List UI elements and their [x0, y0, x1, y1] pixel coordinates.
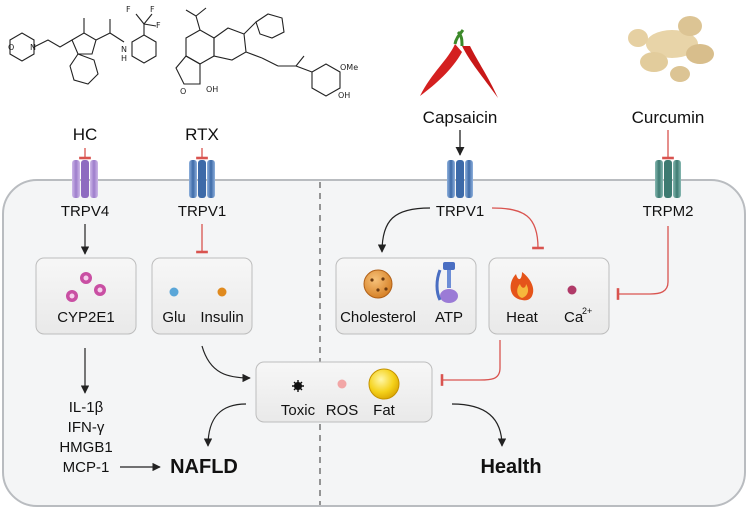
svg-text:F: F — [156, 21, 161, 30]
glucose-icon — [169, 287, 179, 297]
trpv4-label: TRPV4 — [61, 203, 109, 220]
fat-label: Fat — [373, 402, 396, 419]
hc-structure: O N N H F F F — [8, 5, 161, 85]
ros-label: ROS — [326, 402, 359, 419]
capsaicin-label: Capsaicin — [423, 108, 498, 127]
chili-pepper-icon — [420, 29, 498, 98]
calcium-superscript: 2+ — [582, 306, 592, 316]
cyp2e1-box — [35, 257, 137, 335]
cytokine-hmgb1: HMGB1 — [59, 439, 112, 456]
inhibit-trpm2-heat — [616, 226, 669, 300]
ginger-root-icon — [628, 16, 714, 82]
svg-text:OH: OH — [338, 91, 350, 100]
cytokine-mcp1: MCP-1 — [63, 459, 110, 476]
atp-label: ATP — [435, 309, 463, 326]
trpm2-label: TRPM2 — [643, 203, 694, 220]
arrow-center-health — [451, 403, 507, 447]
toxic-particle-icon — [292, 380, 304, 392]
arrow-trpv1-cholesterol — [377, 207, 431, 253]
svg-text:H: H — [121, 54, 127, 63]
insulin-label: Insulin — [200, 309, 243, 326]
trpv1-left-label: TRPV1 — [178, 203, 226, 220]
trpv1-right-channel-icon — [447, 160, 473, 198]
toxic-label: Toxic — [281, 402, 316, 419]
nafld-outcome: NAFLD — [170, 456, 238, 478]
svg-text:N: N — [121, 45, 127, 54]
glu-label: Glu — [162, 309, 185, 326]
svg-text:F: F — [150, 5, 155, 14]
svg-text:O: O — [180, 87, 186, 96]
inhibit-trpv1-heat — [491, 207, 544, 250]
hc-label: HC — [73, 125, 98, 144]
trpm2-channel-icon — [655, 160, 681, 198]
atp-synthase-icon — [435, 262, 458, 303]
svg-text:OMe: OMe — [340, 63, 358, 72]
trpv4-channel-icon — [72, 160, 98, 198]
cholesterol-label: Cholesterol — [340, 309, 416, 326]
cyp2e1-enzyme-icon — [66, 272, 106, 302]
curcumin-label: Curcumin — [632, 108, 705, 127]
ros-icon — [337, 379, 347, 389]
rtx-label: RTX — [185, 125, 219, 144]
trpv1-right-label: TRPV1 — [436, 203, 484, 220]
calcium-ion-icon — [567, 285, 577, 295]
cytokine-il1b: IL-1β — [69, 399, 104, 416]
health-outcome: Health — [480, 456, 541, 478]
calcium-label: Ca — [564, 309, 584, 326]
arrow-center-nafld — [203, 403, 247, 447]
trpv1-left-channel-icon — [189, 160, 215, 198]
cell-panel — [2, 179, 746, 507]
arrow-glu-center — [201, 345, 251, 383]
cytokine-ifng: IFN-γ — [68, 419, 105, 436]
heat-label: Heat — [506, 309, 539, 326]
svg-text:OH: OH — [206, 85, 218, 94]
insulin-icon — [217, 287, 227, 297]
rtx-structure: O OH OMe OH — [175, 7, 358, 100]
svg-text:O: O — [8, 43, 14, 52]
cholesterol-icon — [363, 269, 393, 299]
fat-droplet-icon — [368, 368, 400, 400]
heat-ca-box — [488, 257, 610, 335]
cyp2e1-label: CYP2E1 — [57, 309, 115, 326]
flame-icon — [510, 272, 534, 301]
inhibit-heat-center — [440, 340, 501, 386]
glu-insulin-box — [151, 257, 253, 335]
svg-text:F: F — [126, 5, 131, 14]
svg-text:N: N — [30, 43, 36, 52]
